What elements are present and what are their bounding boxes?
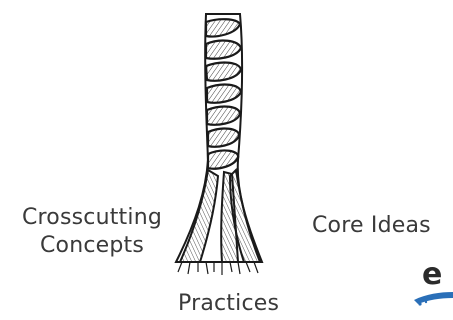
partial-logo-icon: e [412, 260, 453, 320]
practices-label: Practices [178, 290, 279, 318]
crosscutting-concepts-label: Crosscutting Concepts [8, 204, 176, 260]
core-ideas-label: Core Ideas [312, 212, 431, 240]
logo-letter: e [422, 260, 442, 292]
crosscutting-line-2: Concepts [8, 232, 176, 260]
crosscutting-line-1: Crosscutting [8, 204, 176, 232]
